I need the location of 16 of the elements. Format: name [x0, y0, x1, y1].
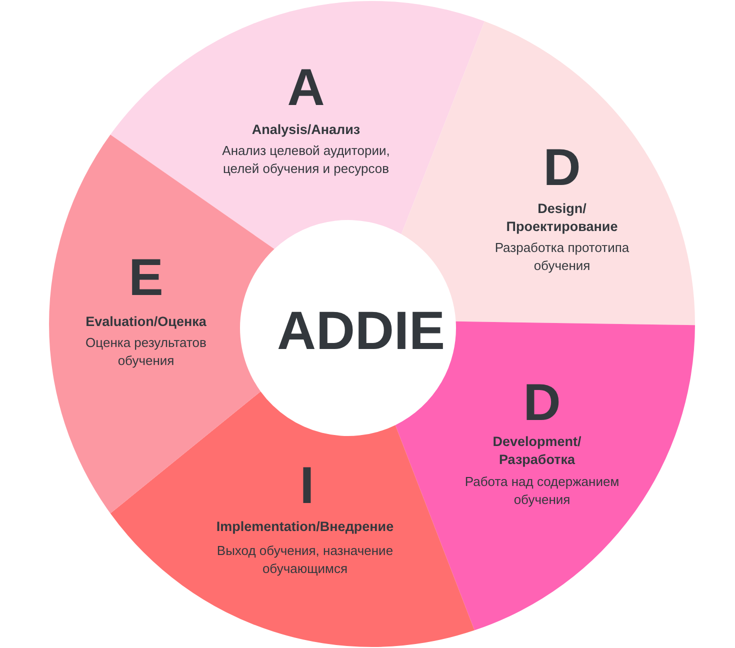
segment-letter: I: [298, 460, 316, 512]
segment-title: Implementation/Внедрение: [215, 518, 395, 536]
segment-description: Анализ целевой аудитории, целей обучения и ресурсов: [221, 142, 391, 178]
segment-letter: D: [542, 142, 582, 194]
segment-letter: E: [128, 252, 164, 304]
segment-title: Evaluation/Оценка: [84, 313, 208, 331]
segment-title: Analysis/Анализ: [250, 121, 362, 139]
segment-letter: D: [522, 377, 562, 429]
segment-title: Design/ Проектирование: [505, 200, 619, 236]
segment-description: Оценка результатов обучения: [84, 334, 208, 370]
segment-description: Разработка прототипа обучения: [494, 239, 630, 275]
center-title: ADDIE: [276, 304, 446, 358]
segment-description: Работа над содержанием обучения: [464, 473, 620, 509]
segment-letter: A: [286, 62, 326, 114]
segment-description: Выход обучения, назначение обучающимся: [216, 542, 394, 578]
segment-title: Development/ Разработка: [492, 433, 582, 469]
